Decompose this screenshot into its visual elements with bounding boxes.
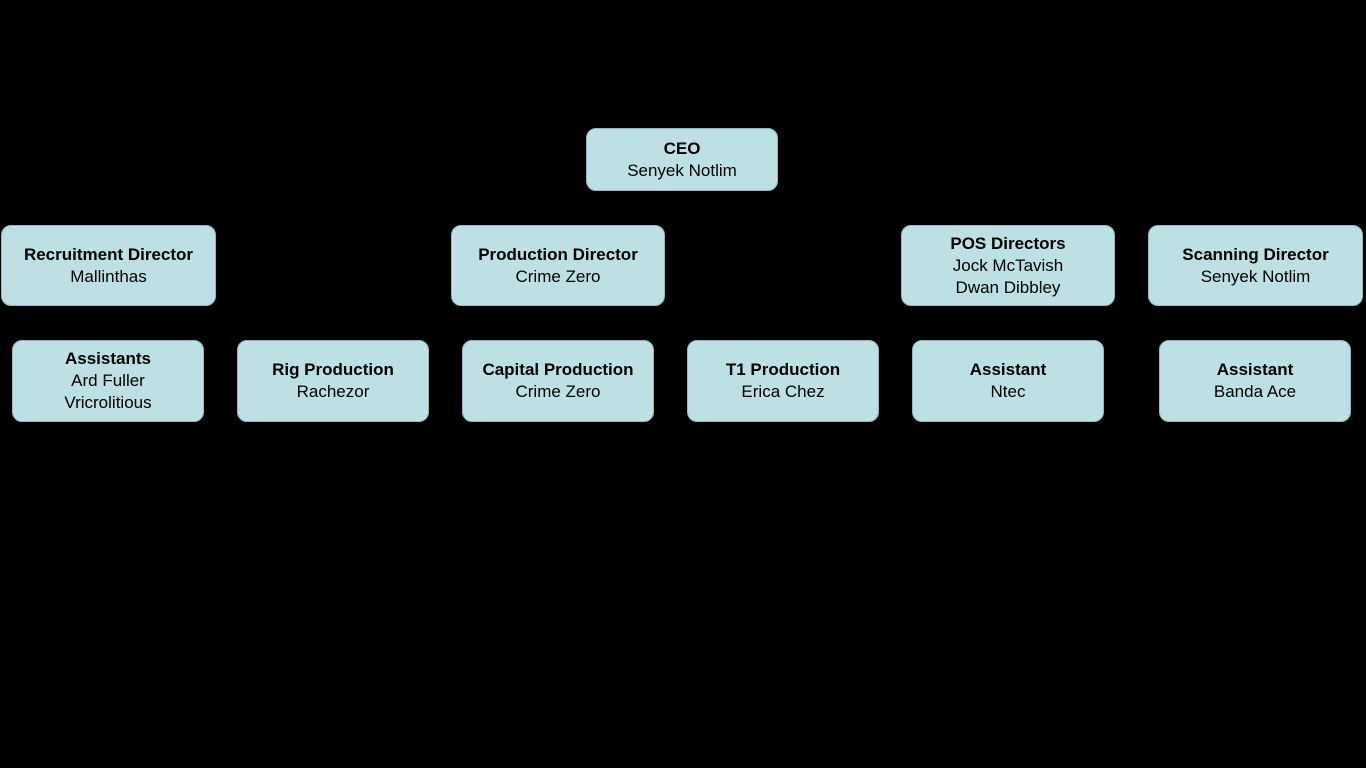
node-member: Rachezor: [296, 382, 370, 401]
node-title: POS Directors: [950, 233, 1066, 253]
node-title: Assistant: [1216, 360, 1294, 379]
node-member: Jock McTavish: [952, 255, 1064, 275]
node-member: Crime Zero: [515, 382, 601, 401]
node-pos-directors[interactable]: POS Directors Jock McTavish Dwan Dibbley: [901, 225, 1115, 306]
node-member: Mallinthas: [70, 266, 147, 286]
node-member: Dwan Dibbley: [955, 277, 1061, 297]
node-member: Ard Fuller: [71, 371, 145, 390]
node-title: Production Director: [478, 244, 638, 264]
node-recruitment-assistants[interactable]: Assistants Ard Fuller Vricrolitious: [12, 340, 204, 422]
node-title: Rig Production: [272, 360, 394, 379]
node-title: Scanning Director: [1182, 244, 1329, 264]
node-member: Senyek Notlim: [627, 160, 737, 180]
node-ceo[interactable]: CEO Senyek Notlim: [586, 128, 778, 191]
node-member: Ntec: [990, 382, 1026, 401]
node-production-director[interactable]: Production Director Crime Zero: [451, 225, 665, 306]
node-scanning-assistant[interactable]: Assistant Banda Ace: [1159, 340, 1351, 422]
node-title: Capital Production: [482, 360, 634, 379]
node-recruitment-director[interactable]: Recruitment Director Mallinthas: [1, 225, 216, 306]
node-t1-production[interactable]: T1 Production Erica Chez: [687, 340, 879, 422]
node-pos-assistant[interactable]: Assistant Ntec: [912, 340, 1104, 422]
node-member: Erica Chez: [741, 382, 825, 401]
node-member: Banda Ace: [1213, 382, 1297, 401]
node-title: Assistant: [969, 360, 1047, 379]
node-rig-production[interactable]: Rig Production Rachezor: [237, 340, 429, 422]
node-member: Crime Zero: [515, 266, 601, 286]
node-scanning-director[interactable]: Scanning Director Senyek Notlim: [1148, 225, 1363, 306]
node-title: Recruitment Director: [23, 244, 194, 264]
node-member: Vricrolitious: [64, 393, 152, 412]
node-title: T1 Production: [725, 360, 841, 379]
node-title: Assistants: [65, 349, 151, 368]
node-capital-production[interactable]: Capital Production Crime Zero: [462, 340, 654, 422]
node-title: CEO: [663, 138, 701, 158]
node-member: Senyek Notlim: [1200, 266, 1311, 286]
